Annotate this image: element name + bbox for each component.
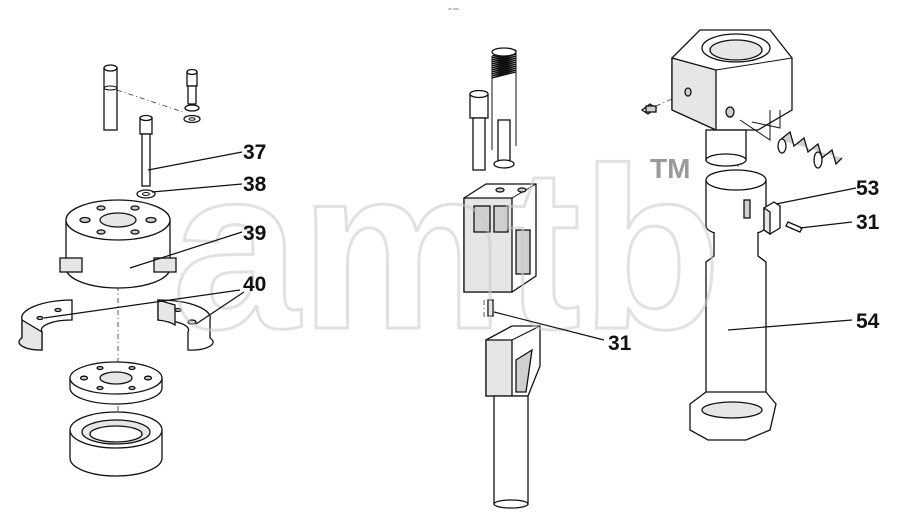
spring-pin <box>491 47 517 169</box>
callout-39: 39 <box>243 222 266 245</box>
leader-31a <box>493 311 605 341</box>
header-small-text: ᵃᵇ ᵃᵃᵃ <box>448 7 459 13</box>
split-collar-left <box>18 299 73 351</box>
callout-31-middle: 31 <box>608 332 632 355</box>
callout-54: 54 <box>856 310 880 333</box>
trademark-mark: TM <box>650 153 690 184</box>
leader-37 <box>147 151 243 171</box>
small-pin-right <box>785 221 803 233</box>
housing-head <box>671 29 793 167</box>
flange-ring <box>59 199 177 289</box>
dowel-pin <box>103 64 118 131</box>
left-assembly <box>18 64 214 477</box>
key-block <box>763 201 781 236</box>
long-bolt <box>139 114 153 187</box>
split-collar-right <box>157 299 214 351</box>
leader-38 <box>151 183 243 193</box>
socket-cap-screw <box>469 89 489 171</box>
callout-53: 53 <box>856 177 879 200</box>
right-assembly <box>640 29 843 441</box>
callout-31-right: 31 <box>856 211 880 234</box>
leader-54 <box>727 319 853 331</box>
small-pin <box>487 299 494 317</box>
leader-40b <box>195 291 245 325</box>
middle-assembly <box>463 47 541 509</box>
bushing-cup <box>69 411 163 477</box>
leader-39 <box>129 231 243 269</box>
callout-37: 37 <box>243 141 266 164</box>
washer <box>136 189 156 199</box>
callout-38: 38 <box>243 173 267 196</box>
svg-text:amtb: amtb <box>172 120 722 377</box>
watermark-logo: amtb <box>171 119 724 379</box>
flange-plate <box>69 361 163 405</box>
leader-53 <box>775 187 857 205</box>
main-barrel <box>689 169 777 441</box>
clamp-block <box>463 183 537 293</box>
leader-31b <box>799 221 853 229</box>
side-spring <box>777 130 843 169</box>
small-cap-screw <box>183 68 201 124</box>
plunger-shaft <box>485 325 541 509</box>
leader-40a <box>43 289 241 319</box>
callout-40: 40 <box>243 273 266 296</box>
set-screw <box>640 103 658 115</box>
